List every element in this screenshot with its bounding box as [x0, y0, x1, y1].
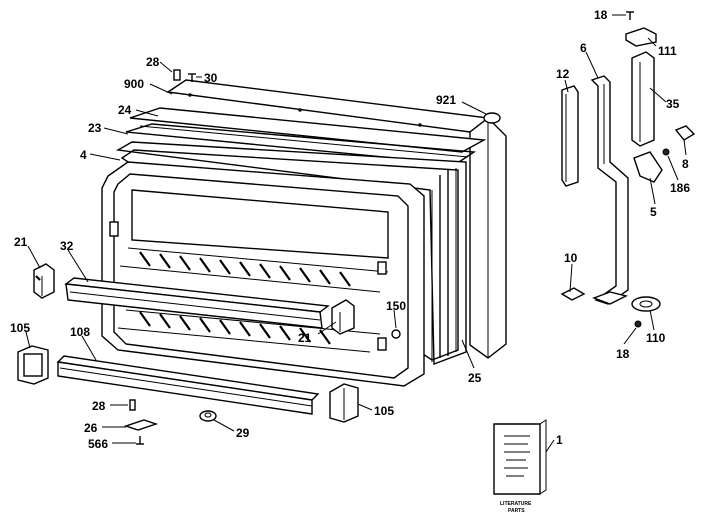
screw-566 [136, 436, 144, 445]
callout-105-left: 105 [10, 321, 30, 335]
bracket-5 [633, 151, 663, 183]
bracket-111 [625, 27, 657, 47]
callout-105-right: 105 [374, 404, 394, 418]
callout-28-bottom: 28 [92, 399, 106, 413]
callout-28-top: 28 [146, 55, 160, 69]
clip-8 [674, 125, 696, 141]
handle-channel-12 [561, 85, 579, 187]
callout-6: 6 [580, 41, 587, 55]
callout-24: 24 [118, 103, 132, 117]
end-cap-left [33, 263, 55, 299]
callout-8: 8 [682, 157, 689, 171]
callout-4: 4 [80, 148, 87, 162]
callout-186: 186 [670, 181, 690, 195]
end-cap-right [331, 299, 355, 335]
bushing-29 [199, 410, 217, 422]
callout-566: 566 [88, 437, 108, 451]
callout-labels: 18 111 6 12 35 8 186 5 10 110 18 28 30 9… [10, 8, 690, 451]
screw-18-top [626, 11, 634, 20]
callout-32: 32 [60, 239, 74, 253]
shelf-bar [64, 277, 330, 329]
callout-5: 5 [650, 205, 657, 219]
callout-12: 12 [556, 67, 570, 81]
callout-900: 900 [124, 77, 144, 91]
callout-30: 30 [204, 71, 218, 85]
callout-18-top: 18 [594, 8, 608, 22]
screw-30 [188, 73, 196, 82]
callout-10: 10 [564, 251, 578, 265]
callout-921: 921 [436, 93, 456, 107]
door-gasket [125, 107, 487, 165]
screw-28-top [173, 69, 181, 81]
bar-end-right [329, 383, 359, 423]
leader-lines [25, 14, 687, 453]
callout-21-right: 21 [298, 331, 312, 345]
handle-cover-35 [631, 51, 655, 147]
plug-150 [391, 329, 401, 339]
callout-18-bottom: 18 [616, 347, 630, 361]
callout-108: 108 [70, 325, 90, 339]
callout-111: 111 [658, 44, 677, 58]
callout-25: 25 [468, 371, 482, 385]
bar-end-left [17, 345, 49, 385]
callout-150: 150 [386, 299, 406, 313]
callout-110: 110 [646, 331, 666, 345]
spacer-10 [560, 287, 586, 301]
booklet-caption-line1: LITERATURE [500, 501, 532, 507]
lower-shelf-bar [56, 355, 320, 415]
callout-26: 26 [84, 421, 98, 435]
outer-door-panel [166, 79, 507, 359]
pad-110 [631, 296, 661, 312]
screw-186 [662, 148, 670, 156]
door-frame [115, 141, 467, 366]
booklet-caption-line2: PARTS [508, 508, 525, 514]
callout-1: 1 [556, 433, 563, 447]
plug-921 [483, 112, 501, 124]
callout-29: 29 [236, 426, 250, 440]
literature-booklet: LITERATURE PARTS [493, 419, 547, 514]
callout-21-left: 21 [14, 235, 28, 249]
screw-28-bottom [129, 399, 136, 411]
callout-35: 35 [666, 97, 680, 111]
handle-6 [590, 75, 629, 305]
callout-23: 23 [88, 121, 102, 135]
hinge-plate-26 [123, 419, 159, 431]
inner-door-liner [101, 161, 425, 387]
screw-18-bottom [634, 320, 642, 328]
